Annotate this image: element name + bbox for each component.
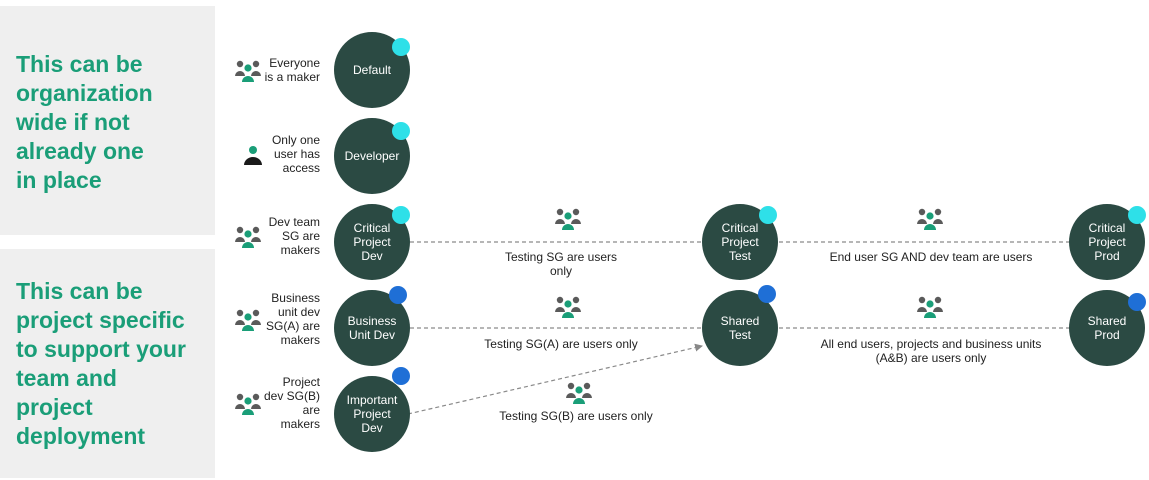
environment-status-dot: [389, 286, 407, 304]
role-text-important-dev: Project dev SG(B) are makers: [264, 375, 320, 431]
role-text-line: SG(A) are: [265, 319, 320, 333]
panel-line: deployment: [16, 423, 146, 449]
org-wide-panel: This can be organization wide if not alr…: [0, 6, 215, 235]
project-specific-panel-text: This can be project specific to support …: [16, 277, 206, 451]
edge-label-line: All end users, projects and business uni…: [820, 337, 1042, 351]
environment-status-dot: [1128, 293, 1146, 311]
single-person-icon: [244, 146, 262, 165]
role-text-line: Project: [282, 375, 320, 389]
role-text-line: Business: [271, 291, 320, 305]
edge-label-line: only: [549, 264, 572, 278]
people-group-icon: [555, 296, 581, 318]
node-label: Prod: [1094, 249, 1120, 263]
environment-status-dot: [392, 367, 410, 385]
edge-label-line: Testing SG(B) are users only: [499, 409, 653, 423]
edge-label-shared-test-to-prod: All end users, projects and business uni…: [801, 337, 1061, 365]
edge-label-line: Testing SG are users: [504, 250, 618, 264]
people-group-icon: [235, 309, 261, 331]
environment-status-dot: [392, 38, 410, 56]
node-label: Prod: [1094, 328, 1120, 342]
environment-node-important-dev[interactable]: Important Project Dev: [334, 376, 410, 452]
role-text-line: access: [282, 161, 320, 175]
role-text-line: makers: [280, 243, 320, 257]
panel-line: in place: [16, 167, 102, 193]
role-text-line: SG are: [281, 229, 320, 243]
node-label: Unit Dev: [348, 328, 395, 342]
node-label: Dev: [361, 421, 383, 435]
node-label: Project: [1088, 235, 1126, 249]
role-text-line: are: [302, 403, 320, 417]
edge-label-critical-test-to-prod: End user SG AND dev team are users: [811, 250, 1051, 264]
role-text-default: Everyone is a maker: [265, 56, 320, 84]
people-group-icon: [235, 393, 261, 415]
people-group-icon: [917, 208, 943, 230]
node-label: Developer: [344, 149, 400, 163]
edge-label-line: (A&B) are users only: [875, 351, 987, 365]
environment-node-shared-test[interactable]: Shared Test: [702, 290, 778, 366]
panel-line: This can be: [16, 278, 143, 304]
environment-status-dot: [1128, 206, 1146, 224]
edge-label-line: Testing SG(A) are users only: [484, 337, 638, 351]
panel-line: This can be: [16, 51, 143, 77]
panel-line: organization: [16, 80, 153, 106]
node-label: Test: [728, 249, 751, 263]
role-text-line: dev SG(B): [263, 389, 320, 403]
panel-line: wide if not: [16, 109, 130, 135]
role-text-line: makers: [280, 333, 320, 347]
people-group-icon: [555, 208, 581, 230]
edge-label-line: End user SG AND dev team are users: [829, 250, 1033, 264]
edge-line-important-dev-to-shared-test: [407, 343, 703, 415]
node-label: Project: [353, 235, 391, 249]
panel-line: already one: [16, 138, 144, 164]
edge-label-critical-dev-to-test: Testing SG are users only: [481, 250, 641, 278]
node-label: Important: [346, 393, 398, 407]
node-label: Default: [352, 63, 392, 77]
role-text-critical-dev: Dev team SG are makers: [269, 215, 320, 257]
environment-status-dot: [758, 285, 776, 303]
people-group-icon: [917, 296, 943, 318]
org-wide-panel-text: This can be organization wide if not alr…: [16, 50, 206, 195]
role-text-line: user has: [273, 147, 320, 161]
people-group-icon: [235, 60, 261, 82]
node-label: Shared: [720, 314, 760, 328]
role-text-line: Only one: [271, 133, 320, 147]
role-text-line: is a maker: [264, 70, 320, 84]
edge-label-bu-dev-to-shared-test: Testing SG(A) are users only: [471, 337, 651, 351]
role-text-line: Dev team: [268, 215, 320, 229]
node-label: Project: [721, 235, 759, 249]
node-label: Critical: [353, 221, 391, 235]
people-group-icon: [235, 226, 261, 248]
node-label: Test: [728, 328, 751, 342]
project-specific-panel: This can be project specific to support …: [0, 249, 215, 478]
panel-line: project: [16, 394, 93, 420]
node-label: Shared: [1087, 314, 1127, 328]
environment-status-dot: [392, 206, 410, 224]
panel-line: to support your: [16, 336, 186, 362]
node-label: Critical: [1088, 221, 1126, 235]
edge-label-important-dev-to-shared-test: Testing SG(B) are users only: [486, 409, 666, 423]
node-label: Dev: [361, 249, 383, 263]
environment-status-dot: [759, 206, 777, 224]
role-text-business-unit-dev: Business unit dev SG(A) are makers: [266, 291, 320, 347]
panel-line: team and: [16, 365, 117, 391]
node-label: Critical: [721, 221, 759, 235]
role-text-line: Everyone: [269, 56, 320, 70]
node-label: Project: [353, 407, 391, 421]
people-group-icon: [566, 382, 592, 404]
panel-line: project specific: [16, 307, 185, 333]
role-text-line: makers: [280, 417, 320, 431]
role-text-line: unit dev: [277, 305, 320, 319]
environment-node-shared-prod[interactable]: Shared Prod: [1069, 290, 1145, 366]
role-text-developer: Only one user has access: [272, 133, 320, 175]
environment-status-dot: [392, 122, 410, 140]
node-label: Business: [347, 314, 397, 328]
